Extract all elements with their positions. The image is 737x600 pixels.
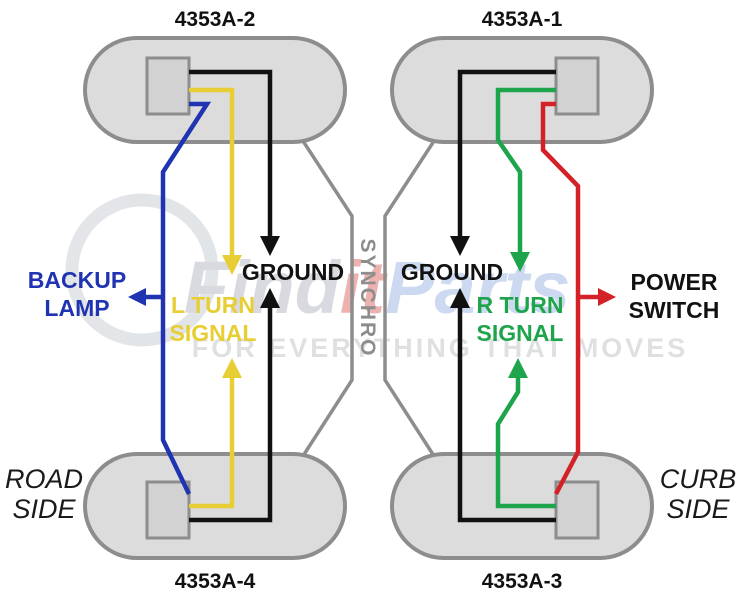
lamp-id-top-right: 4353A-1 xyxy=(482,8,563,31)
ground-arrow-down-left-icon xyxy=(260,236,280,256)
ground-label-right: GROUND xyxy=(401,259,503,285)
lamp-id-top-left: 4353A-2 xyxy=(175,8,256,31)
watermark-brand-parts: Parts xyxy=(385,246,570,329)
left-turn-wire-top xyxy=(189,87,235,255)
funnel-right-outline xyxy=(383,140,436,457)
backup-wire-main xyxy=(160,101,212,495)
lamp-connector xyxy=(554,56,600,116)
lamp-connector xyxy=(554,480,600,540)
backup-arrow-left-icon xyxy=(128,288,146,306)
left-turn-arrow-up-icon xyxy=(222,358,242,378)
ground-wire-bottom-right xyxy=(457,308,556,523)
backup-lamp-label-line1: BACKUP xyxy=(28,267,126,293)
right-turn-arrow-up-icon xyxy=(508,358,528,378)
l-turn-signal-label-line1: L TURN xyxy=(171,292,255,318)
right-turn-arrow-down-icon xyxy=(510,252,530,272)
ground-arrow-down-right-icon xyxy=(450,236,470,256)
synchro-connector: SYNCHRO xyxy=(301,140,436,457)
left-turn-arrow-down-icon xyxy=(222,255,242,275)
l-turn-signal-label-line2: SIGNAL xyxy=(170,320,257,346)
ground-wire-top-right xyxy=(457,69,556,236)
left-turn-wire-bottom xyxy=(189,378,235,509)
ground-arrow-up-left-icon xyxy=(260,288,280,308)
watermark-brand-find: Find xyxy=(184,246,342,329)
road-side-label-line1: ROAD xyxy=(5,464,83,494)
r-turn-signal-label-line2: SIGNAL xyxy=(477,320,564,346)
curb-side-label-line1: CURB xyxy=(660,464,737,494)
watermark-brand-it: it xyxy=(340,246,389,329)
wire-labels: BACKUP LAMP L TURN SIGNAL GROUND GROUND … xyxy=(28,259,720,346)
lamp-connector xyxy=(145,56,191,116)
r-turn-signal-label-line1: R TURN xyxy=(477,292,564,318)
funnel-left-outline xyxy=(301,140,354,457)
synchro-label: SYNCHRO xyxy=(356,238,379,357)
right-turn-wire-bottom xyxy=(495,378,556,509)
watermark: FinditParts FOR EVERYTHING THAT MOVES xyxy=(65,193,689,363)
lamp-id-bottom-left: 4353A-4 xyxy=(175,570,256,593)
lamp-connector xyxy=(145,480,191,540)
power-arrow-right-icon xyxy=(598,288,616,306)
road-side-label-line2: SIDE xyxy=(12,494,76,524)
right-turn-wire-top xyxy=(495,87,556,252)
backup-wires xyxy=(128,101,212,495)
watermark-tagline: FOR EVERYTHING THAT MOVES xyxy=(192,333,689,363)
power-wire-main xyxy=(540,101,581,496)
ground-wire-top-left xyxy=(189,69,273,236)
side-labels: ROAD SIDE CURB SIDE xyxy=(5,464,736,524)
lamp-id-bottom-right: 4353A-3 xyxy=(482,570,563,593)
ground-arrow-up-right-icon xyxy=(450,288,470,308)
watermark-logo-circle-icon xyxy=(65,193,219,347)
watermark-brand: FinditParts xyxy=(184,246,570,329)
curb-side-label-line2: SIDE xyxy=(666,494,730,524)
ground-wire-bottom-left xyxy=(189,308,273,523)
power-wires xyxy=(540,101,616,496)
right-turn-wires xyxy=(495,87,556,509)
backup-lamp-label-line2: LAMP xyxy=(44,295,109,321)
power-switch-label-line1: POWER xyxy=(631,269,718,295)
ground-wires xyxy=(189,69,556,523)
power-switch-label-line2: SWITCH xyxy=(629,297,720,323)
left-turn-wires xyxy=(189,87,242,509)
ground-label-left: GROUND xyxy=(242,259,344,285)
